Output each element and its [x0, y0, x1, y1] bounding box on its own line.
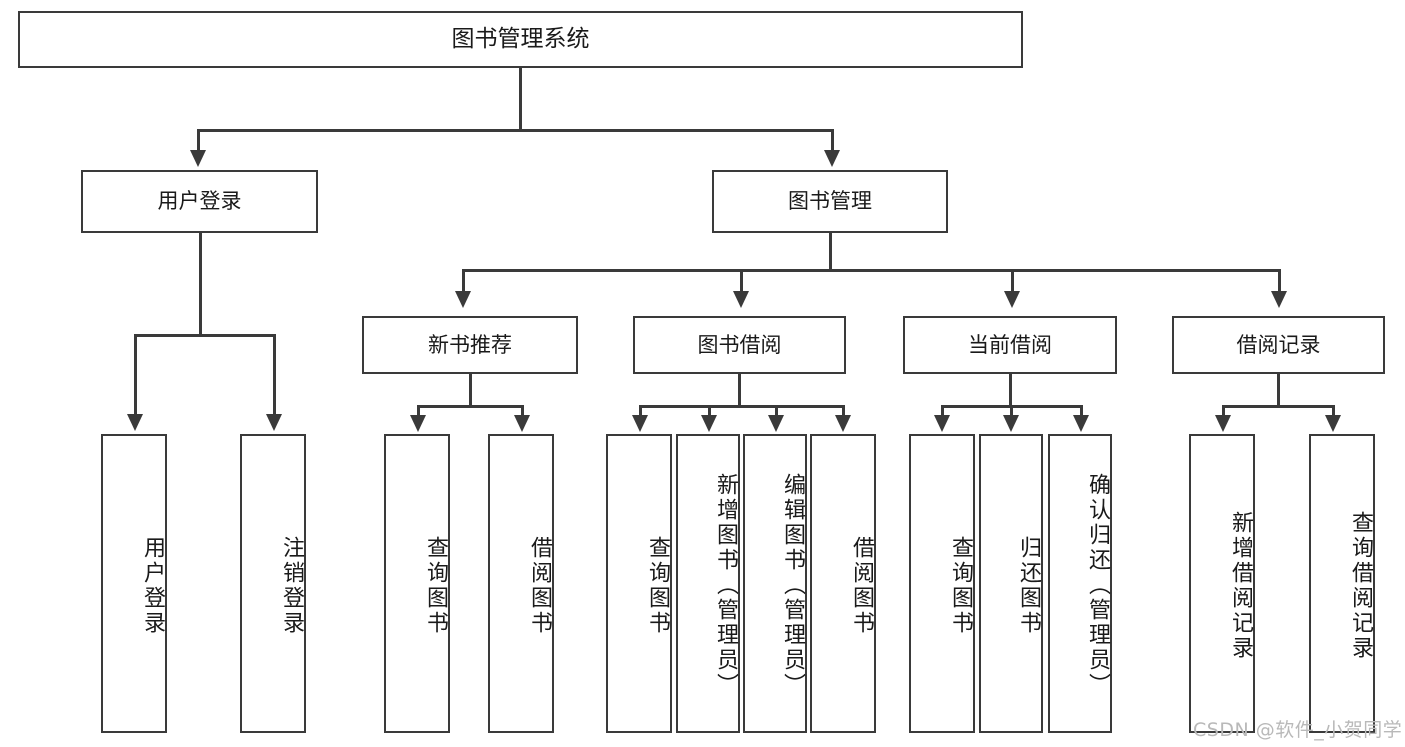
arrow-to-leaf-query-book-3: [934, 415, 950, 432]
connector-br-right: [1332, 405, 1335, 417]
leaf-add-book[interactable]: 新增图书（管理员）: [676, 434, 740, 733]
leaf-borrow-book-borrow[interactable]: 借阅图书: [810, 434, 876, 733]
connector-nbr-right: [521, 405, 524, 417]
node-new-book-recommend[interactable]: 新书推荐: [362, 316, 578, 374]
node-label: 图书管理系统: [451, 25, 590, 52]
node-label: 图书管理: [788, 189, 872, 214]
node-user-login[interactable]: 用户登录: [81, 170, 318, 233]
connector-bb-d1: [639, 405, 642, 417]
watermark-credit: CSDN @软件_小贺同学: [1193, 719, 1403, 741]
arrow-root-to-user-login: [190, 150, 206, 167]
arrow-to-leaf-query-book-1: [410, 415, 426, 432]
arrow-root-to-book-manage: [824, 150, 840, 167]
connector-root-to-book-manage: [831, 129, 834, 153]
connector-bb-d3: [775, 405, 778, 417]
connector-br-stem: [1277, 374, 1280, 406]
connector-nbr-bus: [417, 405, 521, 408]
node-label: 新增借阅记录: [1228, 510, 1253, 661]
arrow-to-leaf-confirm-return: [1073, 415, 1089, 432]
connector-bb-d4: [842, 405, 845, 417]
connector-bb-d2: [708, 405, 711, 417]
arrow-to-leaf-logout-login: [266, 414, 282, 431]
leaf-add-borrow-record[interactable]: 新增借阅记录: [1189, 434, 1255, 733]
node-book-manage[interactable]: 图书管理: [712, 170, 948, 233]
node-current-borrow[interactable]: 当前借阅: [903, 316, 1117, 374]
leaf-query-book-borrow[interactable]: 查询图书: [606, 434, 672, 733]
leaf-return-book[interactable]: 归还图书: [979, 434, 1043, 733]
arrow-to-leaf-edit-book: [768, 415, 784, 432]
arrow-to-leaf-borrow-book-1: [514, 415, 530, 432]
arrow-to-leaf-query-record: [1325, 415, 1341, 432]
connector-bb-bus: [639, 405, 844, 408]
arrow-to-leaf-add-record: [1215, 415, 1231, 432]
leaf-user-login[interactable]: 用户登录: [101, 434, 167, 733]
connector-nbr-left: [417, 405, 420, 417]
arrow-to-current-borrow: [1004, 291, 1020, 308]
connector-cb-d1: [941, 405, 944, 417]
arrow-to-leaf-user-login: [127, 414, 143, 431]
node-label: 查询借阅记录: [1348, 510, 1373, 661]
connector-book-manage-stem: [829, 233, 832, 271]
node-label: 借阅图书: [849, 535, 874, 636]
leaf-borrow-book-new-recommend[interactable]: 借阅图书: [488, 434, 554, 733]
node-label: 借阅记录: [1236, 332, 1321, 357]
arrow-to-new-book-recommend: [455, 291, 471, 308]
leaf-query-borrow-record[interactable]: 查询借阅记录: [1309, 434, 1375, 733]
connector-user-login-left: [134, 334, 137, 416]
connector-root-to-user-login: [197, 129, 200, 153]
connector-user-login-bus: [134, 334, 273, 337]
node-label: 新书推荐: [428, 332, 512, 357]
leaf-query-book-current[interactable]: 查询图书: [909, 434, 975, 733]
leaf-query-book-new-recommend[interactable]: 查询图书: [384, 434, 450, 733]
leaf-confirm-return[interactable]: 确认归还（管理员）: [1048, 434, 1112, 733]
connector-br-bus: [1222, 405, 1332, 408]
node-root-system[interactable]: 图书管理系统: [18, 11, 1023, 68]
node-book-borrow[interactable]: 图书借阅: [633, 316, 846, 374]
connector-br-left: [1222, 405, 1225, 417]
arrow-to-book-borrow: [733, 291, 749, 308]
connector-root-bus: [197, 129, 834, 132]
node-label: 新增图书（管理员）: [713, 473, 738, 698]
connector-cb-d2: [1010, 405, 1013, 417]
connector-cb-d3: [1080, 405, 1083, 417]
node-label: 确认归还（管理员）: [1085, 473, 1110, 698]
connector-root-stem: [519, 68, 522, 130]
connector-bb-stem: [738, 374, 741, 406]
connector-bm-to-current-borrow: [1011, 269, 1014, 293]
node-label: 图书借阅: [697, 332, 782, 357]
node-label: 用户登录: [157, 189, 242, 214]
connector-user-login-stem: [199, 233, 202, 335]
connector-bm-to-borrow-record: [1278, 269, 1281, 293]
connector-bm-to-new-book: [462, 269, 465, 293]
connector-book-manage-bus: [462, 269, 1280, 272]
node-label: 查询图书: [948, 535, 973, 636]
node-label: 当前借阅: [968, 332, 1052, 357]
node-label: 查询图书: [423, 535, 448, 636]
arrow-to-borrow-record: [1271, 291, 1287, 308]
arrow-to-leaf-query-book-2: [632, 415, 648, 432]
node-label: 归还图书: [1016, 535, 1041, 636]
connector-nbr-stem: [469, 374, 472, 406]
node-label: 编辑图书（管理员）: [780, 473, 805, 698]
arrow-to-leaf-borrow-book-2: [835, 415, 851, 432]
connector-user-login-right: [273, 334, 276, 416]
node-label: 查询图书: [645, 535, 670, 636]
leaf-edit-book[interactable]: 编辑图书（管理员）: [743, 434, 807, 733]
node-borrow-record[interactable]: 借阅记录: [1172, 316, 1385, 374]
arrow-to-leaf-return-book: [1003, 415, 1019, 432]
node-label: 注销登录: [279, 535, 304, 636]
node-label: 借阅图书: [527, 535, 552, 636]
leaf-logout-login[interactable]: 注销登录: [240, 434, 306, 733]
connector-bm-to-book-borrow: [740, 269, 743, 293]
arrow-to-leaf-add-book: [701, 415, 717, 432]
node-label: 用户登录: [140, 535, 165, 636]
connector-cb-stem: [1009, 374, 1012, 406]
